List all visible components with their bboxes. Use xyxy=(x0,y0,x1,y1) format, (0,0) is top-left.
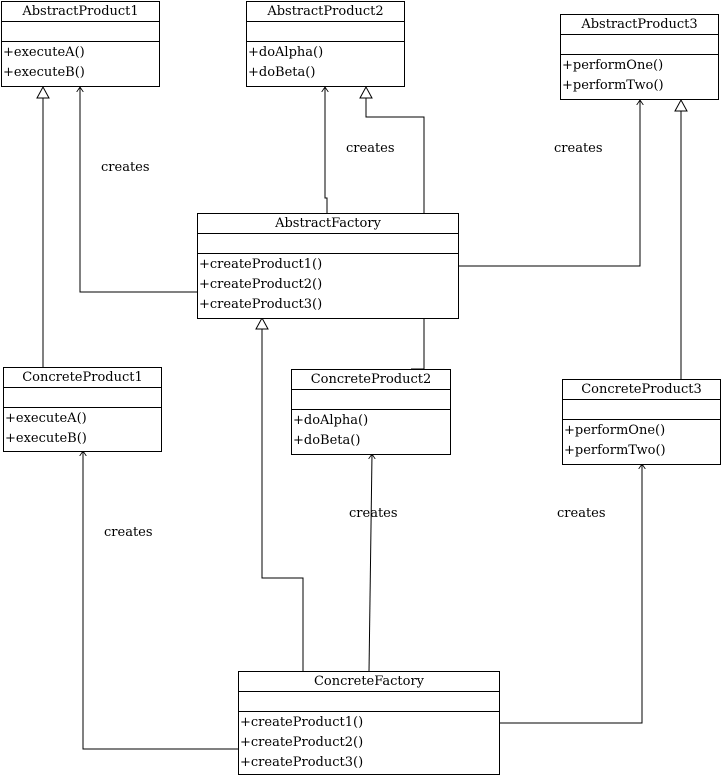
dependency-cf-cp3 xyxy=(499,464,642,724)
operation: +createProduct3() xyxy=(199,297,323,312)
class-concrete-product3[interactable]: ConcreteProduct3 +performOne() +performT… xyxy=(562,379,721,465)
operation: +doAlpha() xyxy=(248,45,324,60)
label-cf-creates-p2: creates xyxy=(349,506,398,521)
operation: +createProduct3() xyxy=(240,755,364,770)
operation: +performOne() xyxy=(562,58,664,73)
operation: +createProduct1() xyxy=(199,257,323,272)
attributes-compartment xyxy=(561,35,718,55)
label-af-creates-p1: creates xyxy=(101,160,150,175)
operations-compartment: +doAlpha() +doBeta() xyxy=(292,410,450,451)
class-name: ConcreteProduct3 xyxy=(563,380,720,400)
operation: +executeA() xyxy=(5,411,87,426)
class-concrete-factory[interactable]: ConcreteFactory +createProduct1() +creat… xyxy=(238,671,500,775)
attributes-compartment xyxy=(2,22,159,42)
class-abstract-product1[interactable]: AbstractProduct1 +executeA() +executeB() xyxy=(1,1,160,87)
label-af-creates-p2: creates xyxy=(346,141,395,156)
class-name: ConcreteProduct2 xyxy=(292,370,450,390)
operations-compartment: +executeA() +executeB() xyxy=(4,408,161,449)
class-concrete-product2[interactable]: ConcreteProduct2 +doAlpha() +doBeta() xyxy=(291,369,451,455)
operation: +doBeta() xyxy=(248,65,316,80)
dependency-af-ap2 xyxy=(325,87,327,214)
operation: +performOne() xyxy=(564,423,666,438)
operation: +createProduct2() xyxy=(199,277,323,292)
operations-compartment: +executeA() +executeB() xyxy=(2,42,159,83)
dependency-af-ap3 xyxy=(458,100,640,267)
label-af-creates-p3: creates xyxy=(554,141,603,156)
class-name: AbstractProduct1 xyxy=(2,2,159,22)
attributes-compartment xyxy=(239,692,499,712)
class-name: ConcreteProduct1 xyxy=(4,368,161,388)
label-cf-creates-p3: creates xyxy=(557,506,606,521)
operations-compartment: +createProduct1() +createProduct2() +cre… xyxy=(239,712,499,773)
operations-compartment: +performOne() +performTwo() xyxy=(563,420,720,461)
attributes-compartment xyxy=(292,390,450,410)
class-name: AbstractFactory xyxy=(198,214,458,234)
label-cf-creates-p1: creates xyxy=(104,525,153,540)
attributes-compartment xyxy=(563,400,720,420)
dependency-af-ap1 xyxy=(80,87,198,293)
operation: +doBeta() xyxy=(293,433,361,448)
operations-compartment: +doAlpha() +doBeta() xyxy=(247,42,404,83)
operation: +createProduct1() xyxy=(240,715,364,730)
class-abstract-factory[interactable]: AbstractFactory +createProduct1() +creat… xyxy=(197,213,459,319)
operations-compartment: +createProduct1() +createProduct2() +cre… xyxy=(198,254,458,315)
attributes-compartment xyxy=(4,388,161,408)
class-abstract-product2[interactable]: AbstractProduct2 +doAlpha() +doBeta() xyxy=(246,1,405,87)
class-name: ConcreteFactory xyxy=(239,672,499,692)
operation: +createProduct2() xyxy=(240,735,364,750)
generalization-cf-af xyxy=(255,316,304,672)
operations-compartment: +performOne() +performTwo() xyxy=(561,55,718,96)
dependency-cf-cp1 xyxy=(83,451,239,750)
operation: +performTwo() xyxy=(562,78,664,93)
attributes-compartment xyxy=(198,234,458,254)
operation: +performTwo() xyxy=(564,443,666,458)
operation: +executeB() xyxy=(3,65,85,80)
dependency-cf-cp2 xyxy=(369,454,372,673)
class-abstract-product3[interactable]: AbstractProduct3 +performOne() +performT… xyxy=(560,14,719,100)
class-concrete-product1[interactable]: ConcreteProduct1 +executeA() +executeB() xyxy=(3,367,162,452)
operation: +doAlpha() xyxy=(293,413,369,428)
attributes-compartment xyxy=(247,22,404,42)
class-name: AbstractProduct3 xyxy=(561,15,718,35)
operation: +executeB() xyxy=(5,431,87,446)
operation: +executeA() xyxy=(3,45,85,60)
class-name: AbstractProduct2 xyxy=(247,2,404,22)
